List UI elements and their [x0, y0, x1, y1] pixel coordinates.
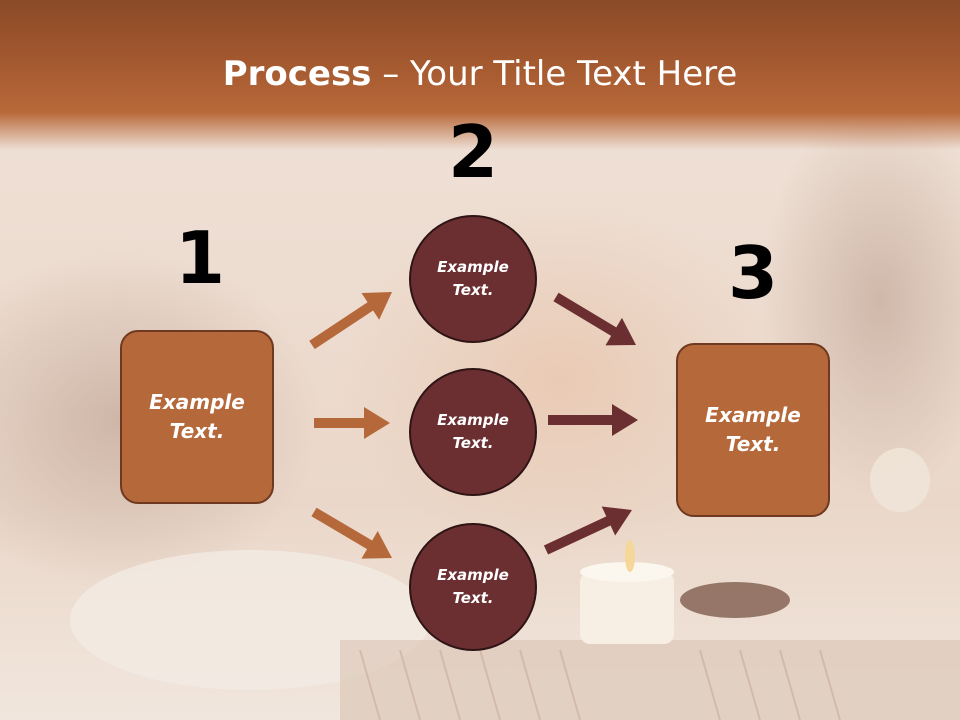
circle-middle-text: Example Text. [437, 411, 509, 452]
arrow-1-to-top [309, 291, 392, 350]
step-1-box[interactable]: Example Text. [120, 330, 274, 504]
arrow-1-to-middle [314, 407, 390, 439]
step-number-1: 1 [174, 216, 226, 300]
step-number-3: 3 [727, 231, 779, 315]
arrow-1-to-bottom [311, 507, 392, 559]
title-bold: Process [222, 54, 372, 94]
slide-title: Process – Your Title Text Here [0, 52, 960, 96]
arrow-middle-to-3 [548, 404, 638, 436]
step-3-box[interactable]: Example Text. [676, 343, 830, 517]
circle-bottom-text: Example Text. [437, 566, 509, 607]
step-2-circle-middle[interactable]: Example Text. [409, 368, 537, 496]
step-number-2: 2 [447, 110, 499, 194]
header-band [0, 0, 960, 150]
step-2-circle-bottom[interactable]: Example Text. [409, 523, 537, 651]
title-rest: – Your Title Text Here [371, 54, 738, 94]
arrow-top-to-3 [553, 292, 636, 346]
arrow-bottom-to-3 [543, 506, 632, 555]
step-3-text: Example Text. [705, 403, 801, 456]
step-2-circle-top[interactable]: Example Text. [409, 215, 537, 343]
step-1-text: Example Text. [149, 390, 245, 443]
circle-top-text: Example Text. [437, 258, 509, 299]
